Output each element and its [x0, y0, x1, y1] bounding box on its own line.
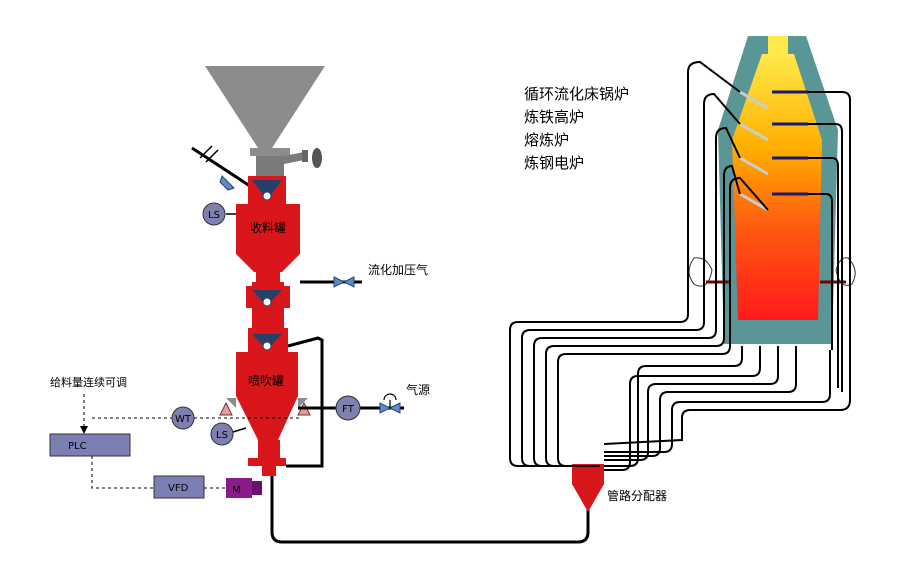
- ft-label: FT: [342, 404, 355, 415]
- wt-label: WT: [175, 414, 192, 425]
- receiver-tank-label: 收料罐: [250, 221, 286, 235]
- level-switch-top: LS: [202, 202, 236, 226]
- flow-transmitter: FT: [335, 395, 361, 421]
- vfd-box: VFD: [153, 475, 205, 499]
- application-label-3: 熔炼炉: [524, 131, 569, 149]
- plc-box: PLC: [49, 433, 131, 457]
- gas-source-label: 气源: [406, 382, 430, 397]
- weight-transmitter: WT: [171, 406, 195, 430]
- fluidizing-air-line: [300, 276, 362, 288]
- continuous-adjust-label: 给料量连续可调: [50, 375, 127, 389]
- vent-loop-pipe: [286, 336, 324, 468]
- furnace: [688, 36, 856, 344]
- blow-tank: [219, 328, 311, 476]
- level-switch-bottom: LS: [210, 422, 247, 446]
- top-inlet-pipe: [191, 145, 257, 192]
- conveying-pipe: [270, 476, 590, 544]
- application-label-2: 炼铁高炉: [524, 108, 584, 126]
- receiver-tank: [236, 204, 300, 282]
- injection-lines: [509, 60, 851, 471]
- distributor-label: 管路分配器: [607, 488, 667, 503]
- ls-top-label: LS: [208, 210, 220, 221]
- feed-hopper: [205, 66, 325, 176]
- top-rotary-valve: [248, 176, 286, 204]
- gas-source-line: [298, 393, 404, 414]
- application-label-4: 炼钢电炉: [524, 154, 584, 172]
- fluidizing-air-label: 流化加压气: [368, 262, 428, 277]
- plc-label: PLC: [68, 441, 87, 452]
- application-label-1: 循环流化床锅炉: [524, 85, 629, 103]
- blow-tank-label: 喷吹罐: [248, 374, 284, 388]
- ls-bottom-label: LS: [216, 430, 228, 441]
- vfd-label: VFD: [168, 483, 189, 494]
- motor-label: M: [232, 485, 241, 496]
- motor: M: [226, 478, 262, 498]
- pipe-distributor: [572, 464, 604, 512]
